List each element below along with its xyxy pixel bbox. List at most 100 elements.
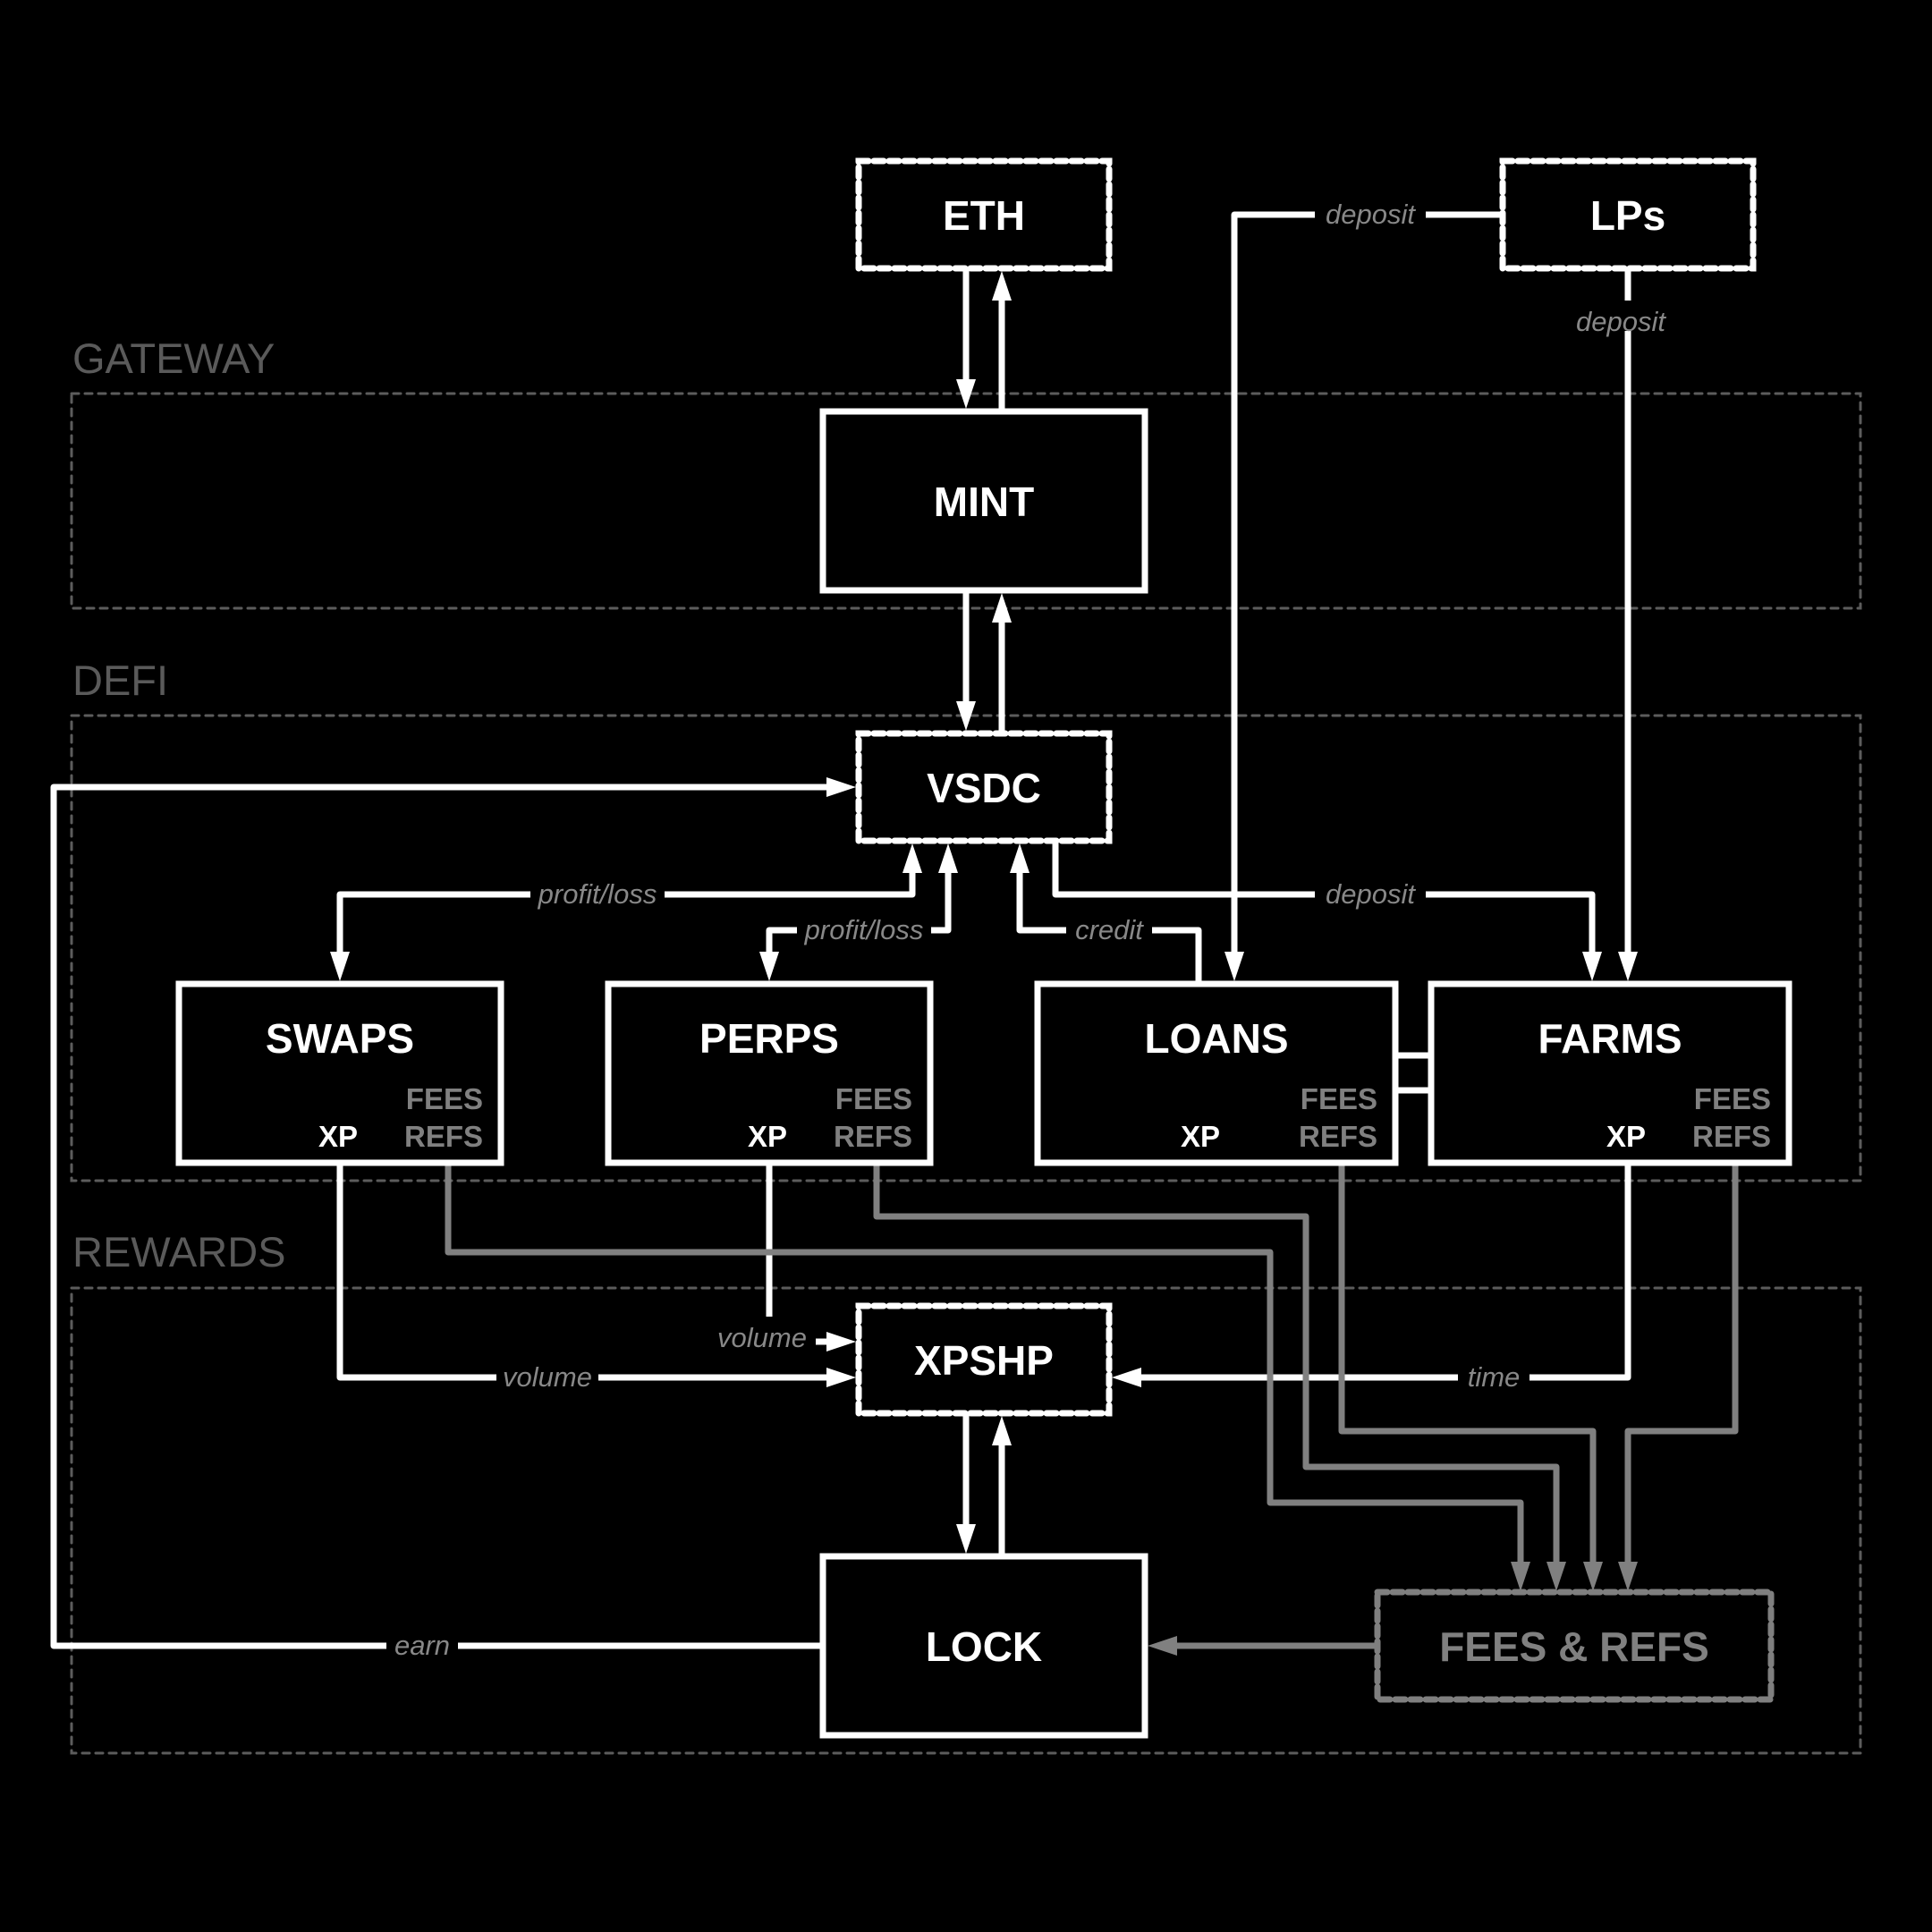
node-box: [175, 980, 504, 1166]
edge-label-text: earn: [394, 1630, 450, 1661]
xp-label: XP: [1181, 1120, 1220, 1153]
edge-loans-farms-link: [1395, 1052, 1431, 1094]
node-title: PERPS: [699, 1015, 839, 1062]
edge-label-text: deposit: [1326, 878, 1416, 910]
edge-lock-to-vsdc: [50, 777, 856, 1649]
node-farms: FARMS XP FEES REFS: [1428, 980, 1792, 1166]
arrowhead-icon: [330, 952, 350, 981]
edge-label-bg: [386, 1624, 458, 1655]
node-box: [1374, 1589, 1775, 1703]
edge-line: [336, 1163, 826, 1381]
edge-label: deposit: [1315, 873, 1426, 910]
arrowhead-icon: [759, 952, 779, 981]
edge-label: profit/loss: [530, 873, 665, 910]
edge-label-text: volume: [717, 1322, 807, 1353]
arrowhead-icon: [938, 843, 958, 873]
edge-label: credit: [1066, 909, 1152, 945]
fees-label: FEES: [406, 1082, 483, 1115]
node-eth: ETH: [855, 157, 1113, 272]
edge-label-bg: [1066, 909, 1152, 939]
node-perps: PERPS XP FEES REFS: [605, 980, 934, 1166]
arrowhead-icon: [902, 843, 922, 873]
node-title: LOANS: [1145, 1015, 1289, 1062]
edge-perps-to-xpshp: [766, 1163, 856, 1352]
refs-label: REFS: [1692, 1120, 1771, 1153]
zone-rewards: REWARDS: [70, 1228, 1862, 1755]
arrowhead-icon: [956, 1524, 976, 1554]
arrowhead-icon: [826, 1368, 856, 1387]
edge-label: deposit: [1570, 301, 1672, 337]
edge-lps-to-loans: [1224, 211, 1503, 981]
xp-label: XP: [1606, 1120, 1646, 1153]
edge-label-bg: [1315, 873, 1426, 903]
edge-line: [1231, 211, 1503, 952]
node-title: LOCK: [926, 1623, 1042, 1670]
fees-label: FEES: [835, 1082, 912, 1115]
arrowhead-icon: [1618, 952, 1638, 981]
edge-label-bg: [797, 909, 931, 939]
node-xpshp: XPSHP: [855, 1302, 1113, 1417]
node-box: [855, 1302, 1113, 1417]
edge-vsdc-to-mint: [992, 593, 1012, 731]
edge-label-bg: [1315, 193, 1426, 224]
edge-label-text: deposit: [1576, 306, 1666, 337]
node-title: FARMS: [1538, 1015, 1682, 1062]
arrowhead-icon: [826, 1332, 856, 1352]
arrowhead-icon: [1546, 1562, 1566, 1591]
edge-swaps-to-xpshp: [336, 1163, 856, 1387]
node-title: SWAPS: [266, 1015, 414, 1062]
labels-layer: deposit deposit profit/loss profit/loss cred…: [386, 193, 1672, 1661]
node-title: FEES & REFS: [1439, 1623, 1709, 1670]
edge-label-text: deposit: [1326, 199, 1416, 230]
node-lps: LPs: [1499, 157, 1757, 272]
edge-label: volume: [712, 1317, 812, 1353]
fees-label: FEES: [1694, 1082, 1771, 1115]
zone-title: DEFI: [72, 657, 168, 704]
edge-label-bg: [712, 1317, 812, 1347]
edge-lps-to-farms: [1618, 268, 1638, 981]
node-title: ETH: [943, 192, 1025, 239]
node-box: [605, 980, 934, 1166]
node-box: [1034, 980, 1399, 1166]
edge-perps-fees: [873, 1163, 1566, 1591]
zone-title: GATEWAY: [72, 335, 275, 382]
refs-label: REFS: [834, 1120, 912, 1153]
refs-label: REFS: [404, 1120, 483, 1153]
arrowhead-icon: [956, 379, 976, 409]
node-box: [819, 408, 1148, 594]
arrowhead-icon: [1511, 1562, 1530, 1591]
edge-line: [50, 784, 826, 1649]
arrowhead-icon: [1583, 1562, 1603, 1591]
refs-label: REFS: [1299, 1120, 1377, 1153]
edge-mint-to-vsdc: [956, 593, 976, 731]
node-mint: MINT: [819, 408, 1148, 594]
edge-label-bg: [496, 1356, 598, 1386]
edge-label-bg: [1458, 1356, 1530, 1386]
edge-label-text: time: [1468, 1361, 1521, 1393]
edge-label-text: profit/loss: [538, 878, 657, 910]
zone-defi: DEFI: [70, 657, 1862, 1182]
edge-label-text: profit/loss: [804, 914, 924, 945]
arrowhead-icon: [1010, 843, 1030, 873]
node-box: [819, 1553, 1148, 1739]
node-title: MINT: [934, 479, 1034, 525]
arrowhead-icon: [992, 1416, 1012, 1445]
arrowhead-icon: [1618, 1562, 1638, 1591]
edge-eth-to-mint: [956, 268, 976, 409]
edge-label-bg: [1570, 301, 1672, 331]
node-title: VSDC: [927, 765, 1041, 811]
edge-lock-to-xpshp: [992, 1416, 1012, 1554]
node-title: LPs: [1590, 192, 1665, 239]
arrowhead-icon: [992, 271, 1012, 301]
edge-mint-to-eth: [992, 271, 1012, 409]
edge-xpshp-to-lock: [956, 1413, 976, 1554]
arrowhead-icon: [1112, 1368, 1141, 1387]
xp-label: XP: [748, 1120, 787, 1153]
node-box: [855, 730, 1113, 844]
node-title: XPSHP: [914, 1337, 1054, 1384]
node-vsdc: VSDC: [855, 730, 1113, 844]
